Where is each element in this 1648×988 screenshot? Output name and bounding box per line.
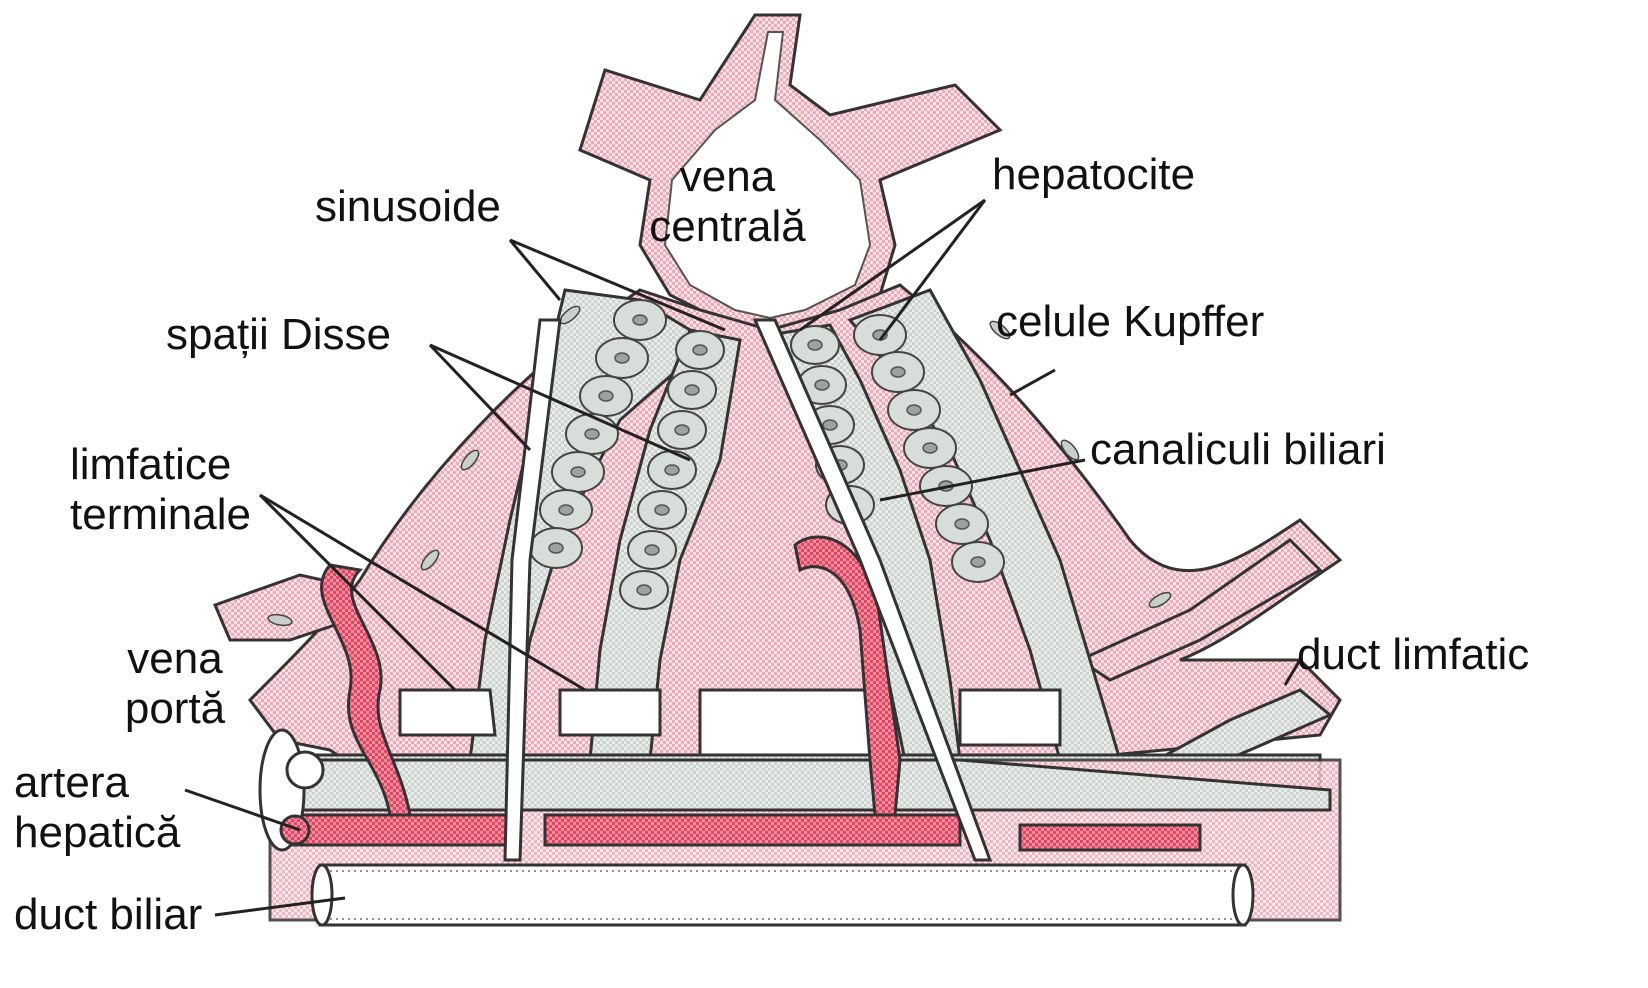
bile-duct — [320, 865, 1245, 925]
bile-duct-end-right — [1233, 865, 1253, 925]
label-duct-limfatic: duct limfatic — [1297, 630, 1529, 680]
lymphatic-terminal-mid — [560, 690, 660, 735]
label-vena-porta: vena portă — [100, 634, 250, 734]
lymphatic-terminal-center — [700, 690, 870, 760]
label-limfatice-terminale: limfatice terminale — [70, 440, 251, 540]
label-limfatice-line2: terminale — [70, 490, 251, 540]
hepatic-artery-center — [545, 815, 960, 845]
lymphatic-terminal-left — [400, 690, 495, 735]
label-limfatice-line1: limfatice — [70, 440, 251, 490]
label-celule-kupffer: celule Kupffer — [996, 297, 1264, 347]
label-spatii-disse: spații Disse — [166, 310, 391, 360]
label-vena-porta-line2: portă — [100, 684, 250, 734]
lymphatic-terminal-right — [960, 690, 1060, 745]
label-vena-centrala: vena centrală — [640, 152, 815, 252]
label-artera-line1: artera — [14, 758, 180, 808]
portal-vein-lumen — [287, 752, 323, 788]
label-vena-porta-line1: vena — [100, 634, 250, 684]
label-canaliculi-biliari: canaliculi biliari — [1090, 425, 1386, 475]
bile-duct-end-left — [312, 865, 332, 925]
hepatic-artery-right — [1020, 825, 1200, 850]
label-duct-biliar: duct biliar — [14, 890, 202, 940]
hepatic-artery-lumen — [281, 816, 309, 844]
label-sinusoide: sinusoide — [315, 182, 501, 232]
label-vena-centrala-line2: centrală — [640, 202, 815, 252]
label-hepatocite: hepatocite — [992, 150, 1195, 200]
label-artera-line2: hepatică — [14, 808, 180, 858]
hepatic-artery — [290, 815, 520, 845]
label-artera-hepatica: artera hepatică — [14, 758, 180, 858]
label-vena-centrala-line1: vena — [640, 152, 815, 202]
